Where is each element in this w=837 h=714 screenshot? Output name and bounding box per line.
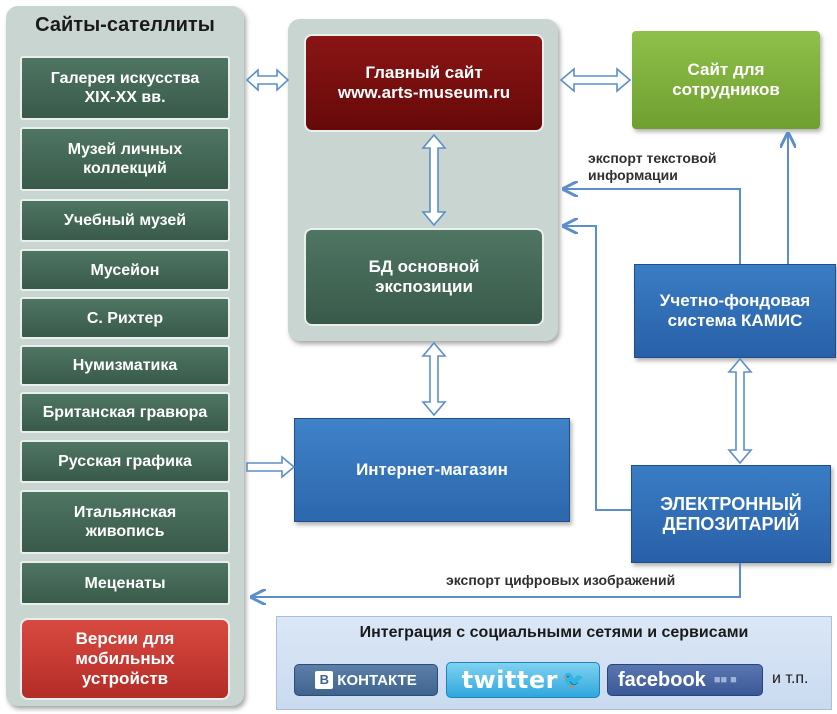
satellite-richter[interactable]: С. Рихтер	[20, 297, 230, 339]
line-kamis-main	[564, 189, 741, 264]
db-box[interactable]: БД основной экспозиции	[304, 228, 544, 326]
vk-label: КОНТАКТЕ	[337, 671, 417, 689]
line-depository-main	[564, 226, 631, 511]
facebook-button[interactable]: facebook ■■ ■	[607, 664, 763, 696]
satellite-russian-graphics[interactable]: Русская графика	[20, 440, 230, 483]
arrow-satellites-shop	[246, 455, 296, 479]
satellite-label: С. Рихтер	[86, 309, 164, 327]
mobile-versions-box[interactable]: Версии для мобильных устройств	[20, 618, 230, 700]
satellite-label: Русская графика	[58, 453, 192, 470]
text-export-line-2: информации	[588, 167, 678, 183]
twitter-button[interactable]: twitter 🐦	[446, 662, 600, 698]
satellite-british-engraving[interactable]: Британская гравюра	[20, 392, 230, 433]
satellite-patrons[interactable]: Меценаты	[20, 561, 230, 605]
shop-label: Интернет-магазин	[356, 460, 508, 479]
line-depository-satellites	[252, 563, 741, 597]
staff-site-label-2: сотрудников	[672, 80, 780, 99]
main-site-box[interactable]: Главный сайт www.arts-museum.ru	[304, 34, 544, 132]
mobile-versions-label: Версии для мобильных устройств	[75, 629, 175, 688]
satellite-label: Британская гравюра	[42, 404, 208, 421]
staff-site-box[interactable]: Сайт для сотрудников	[632, 31, 820, 129]
facebook-label: facebook	[618, 668, 706, 691]
satellite-label: Музей личных коллекций	[67, 141, 183, 177]
kamis-label-2: система КАМИС	[667, 311, 803, 330]
satellite-label: Учебный музей	[63, 212, 187, 229]
satellite-label: Меценаты	[84, 574, 166, 592]
main-site-title: Главный сайт	[365, 63, 483, 82]
satellite-label: Итальянская живопись	[73, 504, 177, 540]
text-export-label: экспорт текстовой информации	[588, 150, 717, 184]
main-site-url: www.arts-museum.ru	[337, 83, 511, 102]
double-arrow-main-db	[421, 133, 447, 227]
satellite-numismatics[interactable]: Нумизматика	[20, 345, 230, 386]
satellite-gallery[interactable]: Галерея искусства XIX-XX вв.	[20, 56, 230, 120]
depository-box[interactable]: ЭЛЕКТРОННЫЙ ДЕПОЗИТАРИЙ	[631, 465, 831, 563]
satellite-label: Мусейон	[90, 261, 160, 279]
staff-site-label-1: Сайт для	[687, 60, 765, 79]
vk-logo-icon: В	[315, 671, 334, 689]
satellite-study-museum[interactable]: Учебный музей	[20, 199, 230, 242]
text-export-line-1: экспорт текстовой	[588, 150, 717, 166]
depository-label-2: ДЕПОЗИТАРИЙ	[662, 514, 800, 534]
twitter-label: twitter	[461, 666, 558, 694]
satellite-italian-painting[interactable]: Итальянская живопись	[20, 490, 230, 554]
twitter-bird-icon: 🐦	[562, 669, 585, 691]
db-label-2: экспозиции	[375, 277, 473, 296]
satellites-title: Сайты-сателлиты	[35, 14, 215, 36]
social-etc: и т.п.	[772, 670, 809, 687]
kamis-label-1: Учетно-фондовая	[659, 291, 811, 310]
facebook-people-icon: ■■ ■	[713, 674, 737, 686]
satellite-private-collections[interactable]: Музей личных коллекций	[20, 127, 230, 191]
satellite-label: Галерея искусства XIX-XX вв.	[50, 70, 200, 106]
social-title: Интеграция с социальными сетями и сервис…	[359, 624, 749, 641]
double-arrow-main-staff	[559, 67, 632, 93]
double-arrow-kamis-depository	[727, 357, 753, 465]
satellite-label: Нумизматика	[72, 357, 178, 374]
image-export-label: экспорт цифровых изображений	[446, 572, 676, 588]
double-arrow-db-shop	[421, 341, 447, 417]
kamis-box[interactable]: Учетно-фондовая система КАМИС	[634, 264, 836, 358]
double-arrow-satellites-main	[245, 68, 290, 92]
db-label-1: БД основной	[368, 257, 480, 276]
shop-box[interactable]: Интернет-магазин	[294, 418, 570, 522]
vkontakte-button[interactable]: В КОНТАКТЕ	[294, 664, 438, 696]
depository-label-1: ЭЛЕКТРОННЫЙ	[660, 494, 802, 514]
satellite-museion[interactable]: Мусейон	[20, 249, 230, 291]
